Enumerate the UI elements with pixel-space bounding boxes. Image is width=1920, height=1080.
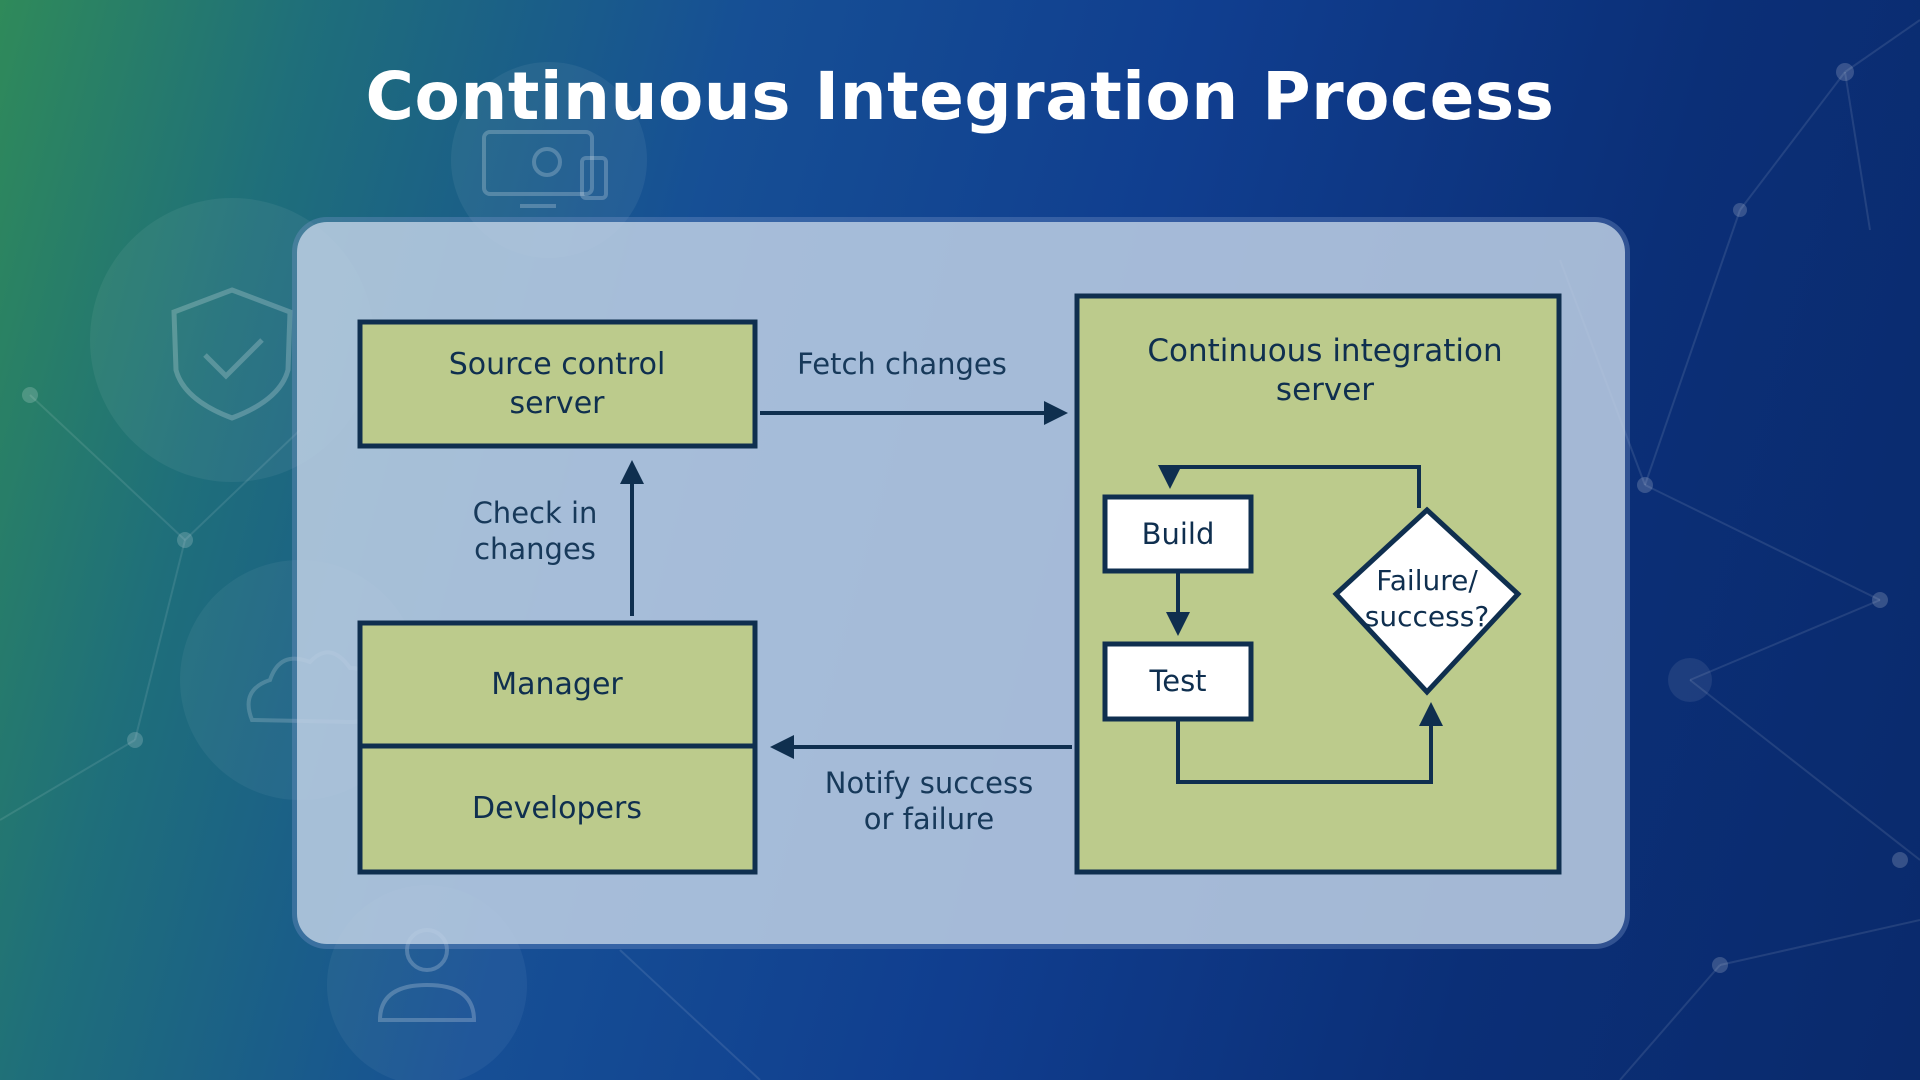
decision-line1: Failure/ bbox=[1376, 564, 1478, 597]
svg-text:changes: changes bbox=[474, 532, 596, 566]
test-to-decision-arrow bbox=[1176, 702, 1443, 784]
test-label: Test bbox=[1148, 664, 1206, 698]
notify-label-line1: Notify success bbox=[825, 766, 1033, 800]
svg-text:Test: Test bbox=[1148, 664, 1206, 698]
fetch-changes-label: Fetch changes bbox=[797, 347, 1007, 381]
svg-text:Notify success: Notify success bbox=[825, 766, 1033, 800]
developers-label: Developers bbox=[472, 791, 642, 826]
build-label: Build bbox=[1142, 517, 1215, 551]
svg-text:Manager: Manager bbox=[491, 667, 623, 702]
monitor-gear-icon bbox=[482, 130, 608, 208]
ci-server-line1: Continuous integration bbox=[1147, 333, 1502, 369]
manager-label: Manager bbox=[491, 667, 623, 702]
svg-text:server: server bbox=[510, 386, 606, 421]
check-in-label-line2: changes bbox=[474, 532, 596, 566]
svg-text:Failure/: Failure/ bbox=[1376, 564, 1478, 597]
decision-to-build-arrow bbox=[1158, 465, 1421, 508]
slide-title: Continuous Integration Process bbox=[365, 58, 1555, 135]
svg-text:Fetch changes: Fetch changes bbox=[797, 347, 1007, 381]
shield-check-icon bbox=[171, 287, 293, 421]
svg-text:server: server bbox=[1276, 372, 1374, 408]
source-control-server-node: Source control server bbox=[357, 319, 758, 449]
test-node: Test bbox=[1102, 641, 1254, 722]
build-node: Build bbox=[1102, 494, 1254, 574]
svg-text:Developers: Developers bbox=[472, 791, 642, 826]
svg-text:Source control: Source control bbox=[449, 347, 666, 382]
decision-line2: success? bbox=[1365, 600, 1489, 633]
team-node: Manager Developers bbox=[357, 620, 758, 875]
svg-text:Continuous integration: Continuous integration bbox=[1147, 333, 1502, 369]
check-in-label-line1: Check in bbox=[473, 496, 598, 530]
source-control-line1: Source control bbox=[449, 347, 666, 382]
svg-text:Build: Build bbox=[1142, 517, 1215, 551]
notify-label-line2: or failure bbox=[864, 802, 995, 836]
svg-text:or failure: or failure bbox=[864, 802, 995, 836]
source-control-line2: server bbox=[510, 386, 606, 421]
svg-text:success?: success? bbox=[1365, 600, 1489, 633]
ci-server-line2: server bbox=[1276, 372, 1374, 408]
svg-text:Check in: Check in bbox=[473, 496, 598, 530]
decision-node: Failure/ success? bbox=[1332, 506, 1522, 696]
